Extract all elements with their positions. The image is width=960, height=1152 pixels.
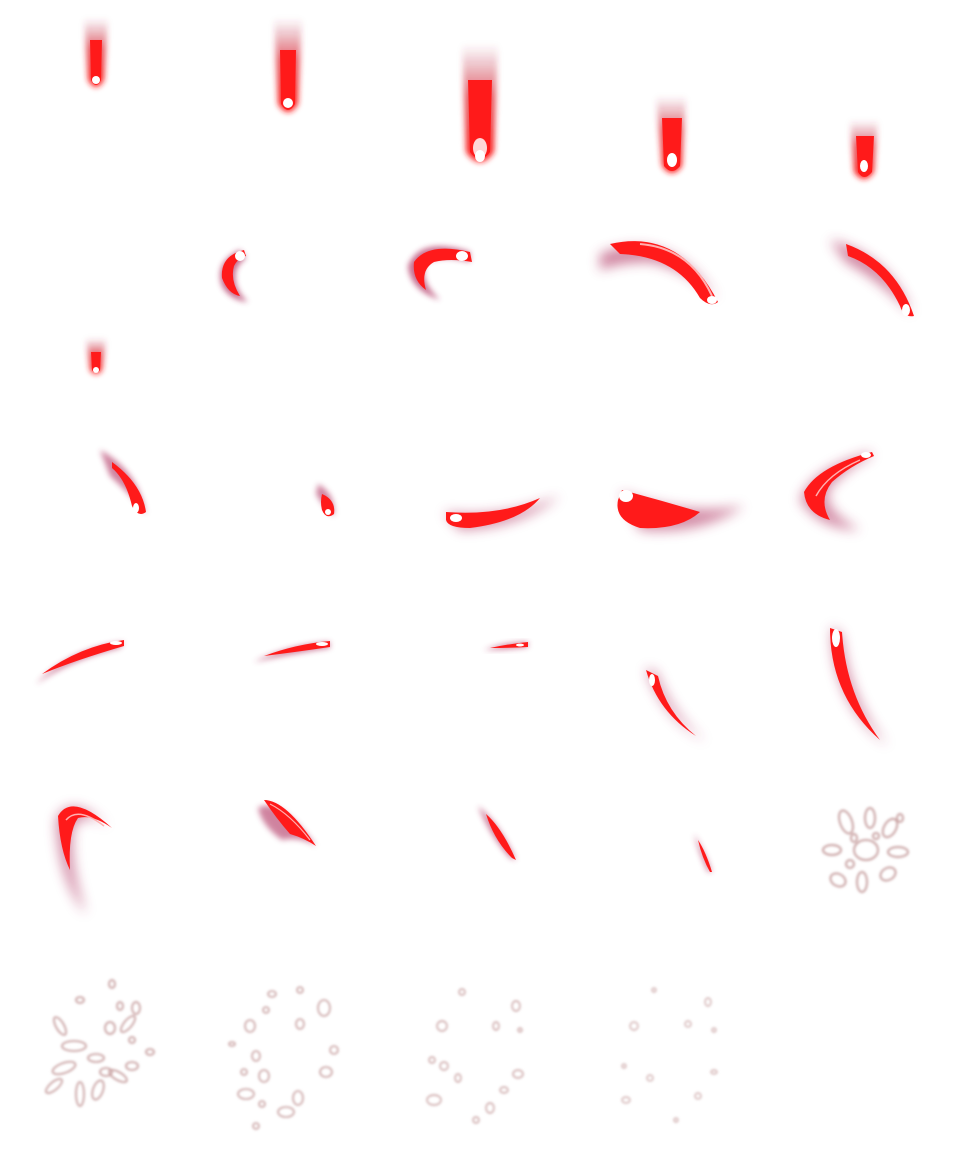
frame-curved-slash-3	[600, 241, 718, 305]
frame-burst-particles-3	[228, 986, 339, 1130]
frame-curved-slash-6	[316, 484, 335, 517]
frame-curved-slash-5	[100, 450, 146, 514]
frame-curved-slash-14	[830, 626, 888, 746]
frame-falling-streak-5	[850, 120, 878, 179]
frame-curved-slash-15	[56, 806, 112, 914]
frame-curved-slash-17	[478, 806, 516, 860]
frame-curved-slash-12	[484, 642, 528, 650]
frame-falling-streak-3	[462, 44, 498, 162]
frame-curved-slash-9	[800, 452, 874, 530]
frame-curved-slash-7	[444, 496, 560, 530]
frame-curved-slash-8	[617, 490, 744, 531]
frame-curved-slash-10	[36, 640, 124, 684]
frame-curved-slash-18	[694, 834, 712, 872]
frame-burst-particles-5	[621, 987, 718, 1123]
frame-burst-particles-2	[45, 979, 155, 1107]
frame-curved-slash-11	[254, 641, 330, 662]
frame-curved-slash-13	[646, 668, 706, 742]
frame-curved-slash-1	[220, 250, 248, 302]
frame-curved-slash-16	[258, 800, 316, 846]
frame-burst-particles-1	[822, 807, 909, 893]
frame-falling-streak-1	[84, 18, 108, 87]
frame-curved-slash-4	[830, 240, 914, 317]
frame-falling-streak-6	[86, 338, 106, 374]
frame-falling-streak-4	[656, 96, 686, 173]
frame-curved-slash-2	[408, 246, 472, 300]
frame-burst-particles-4	[426, 988, 524, 1124]
frame-falling-streak-2	[274, 18, 302, 112]
